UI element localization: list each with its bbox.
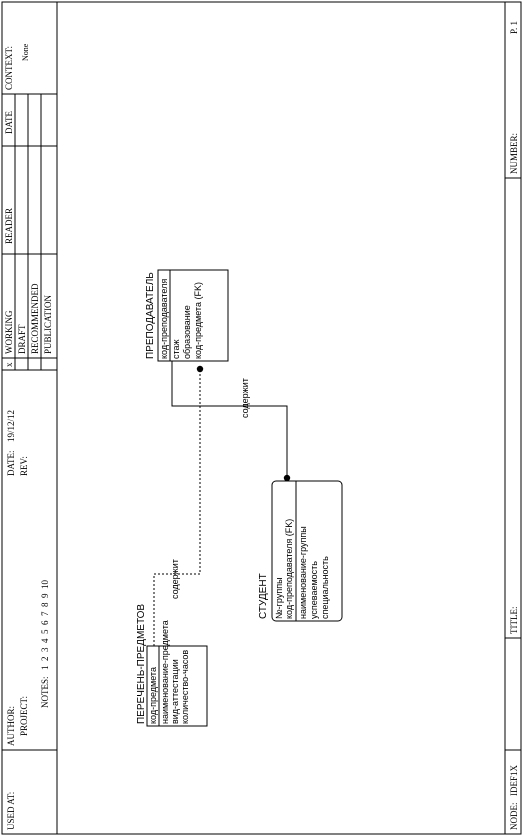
status-recommended: RECOMMENDED	[30, 283, 40, 354]
page-number: P. 1	[509, 21, 519, 34]
relationship-subjects-teacher-line	[153, 370, 201, 646]
rev-label: REV:	[19, 456, 29, 476]
status-publication: PUBLICATION	[43, 294, 53, 354]
relationship-subjects-teacher-label: содержит	[170, 559, 180, 599]
reader-date-label: DATE	[4, 111, 14, 134]
entity-student-attr-2: успеваемость	[309, 561, 319, 619]
entity-student-attr-3: специальность	[320, 556, 330, 619]
entity-subjects-key-1: код-предмета	[148, 667, 158, 724]
entity-teacher-title: ПРЕПОДАВАТЕЛЬ	[145, 272, 156, 359]
notes-label: NOTES:	[40, 677, 50, 709]
status-draft: DRAFT	[17, 324, 27, 354]
entity-teacher-attr-2: образование	[182, 305, 192, 359]
entity-subjects[interactable]: ПЕРЕЧЕНЬ-ПРЕДМЕТОВ код-предмета наименов…	[136, 604, 208, 727]
relationship-subjects-teacher-dot	[196, 365, 204, 373]
number-label: NUMBER:	[509, 133, 519, 174]
entity-teacher-box	[157, 269, 229, 362]
entity-student-key-2: код-преподавателя (FK)	[284, 519, 294, 619]
relationship-teacher-student-label: содержит	[240, 378, 250, 418]
date-label: DATE:	[6, 451, 16, 477]
status-working: WORKING	[4, 310, 14, 354]
entity-subjects-attr-1: наименование-предмета	[160, 620, 170, 724]
entity-subjects-title: ПЕРЕЧЕНЬ-ПРЕДМЕТОВ	[136, 604, 147, 724]
context-value: None	[21, 43, 30, 61]
relationship-teacher-student-dot	[283, 474, 291, 482]
entity-teacher-attr-1: стаж	[171, 339, 181, 359]
relationship-teacher-student-line	[171, 361, 288, 481]
reader-label: READER	[4, 208, 14, 244]
relationship-teacher-student[interactable]: содержит	[171, 361, 291, 482]
project-label: PROJECT:	[19, 696, 29, 736]
entity-subjects-attr-3: количество-часов	[180, 650, 190, 724]
entity-student-attr-1: наименование-группы	[298, 526, 308, 619]
author-label: AUTHOR:	[6, 706, 16, 746]
entity-student-key-1: №-группы	[274, 577, 284, 619]
title-label: TITLE:	[509, 607, 519, 635]
entity-teacher-attr-3: код-предмета (FK)	[193, 282, 203, 359]
entity-teacher[interactable]: ПРЕПОДАВАТЕЛЬ код-преподавателя стаж обр…	[145, 269, 229, 362]
relationship-subjects-teacher[interactable]: содержит	[153, 365, 204, 646]
entity-teacher-key-1: код-преподавателя	[159, 279, 169, 359]
context-label: CONTEXT:	[4, 46, 14, 90]
node-label: NODE:	[509, 803, 519, 831]
notes-numbers: 1 2 3 4 5 6 7 8 9 10	[40, 580, 50, 671]
entity-student[interactable]: СТУДЕНТ №-группы код-преподавателя (FK) …	[258, 480, 343, 622]
entity-student-title: СТУДЕНТ	[258, 573, 269, 619]
node-value: IDEF1X	[509, 765, 519, 796]
entity-subjects-attr-2: вид-аттестации	[170, 659, 180, 724]
entity-subjects-box	[146, 645, 208, 727]
entity-student-box	[271, 480, 343, 622]
date-value: 19/12/12	[6, 410, 16, 442]
used-at-label: USED AT:	[6, 792, 16, 830]
status-marker: x	[4, 362, 14, 367]
